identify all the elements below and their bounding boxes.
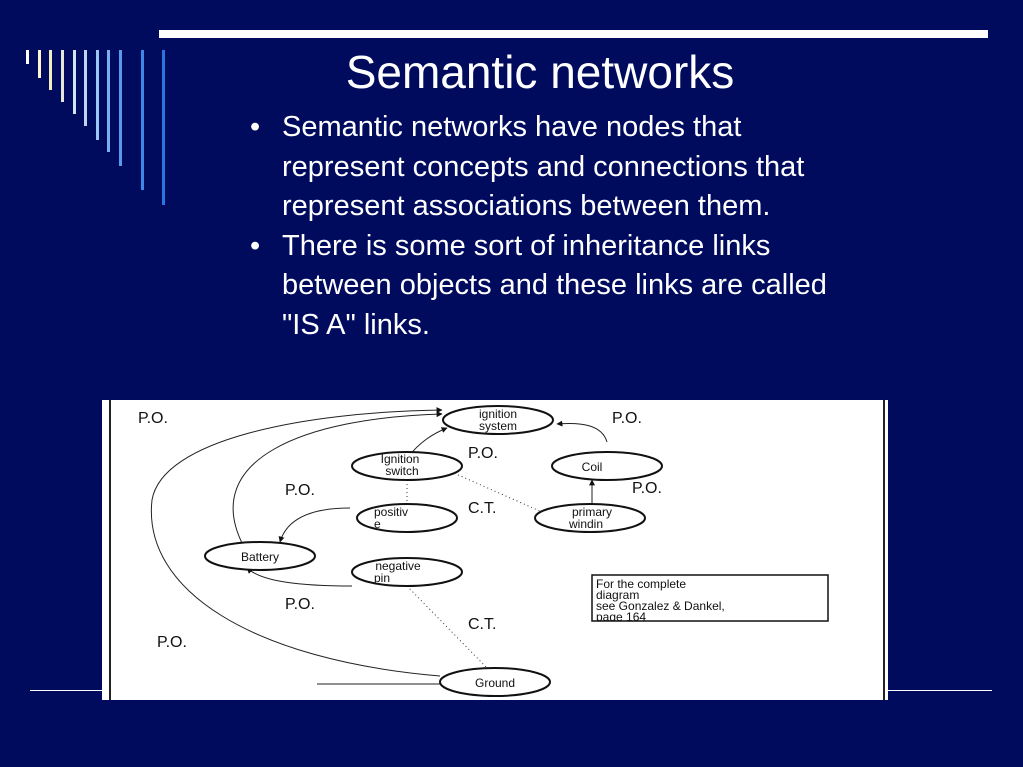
bullet-item: There is some sort of inheritance links …	[248, 227, 858, 346]
deco-bar	[49, 50, 52, 90]
node-battery-label: Battery	[241, 550, 279, 564]
deco-bar	[84, 50, 87, 126]
bullet-item: Semantic networks have nodes that repres…	[248, 108, 858, 227]
node-coil	[551, 451, 663, 481]
edge-label-po: P.O.	[285, 596, 315, 613]
deco-bar	[162, 50, 165, 205]
deco-bar	[119, 50, 122, 166]
node-battery	[204, 541, 316, 571]
edge-label-ct: C.T.	[468, 500, 496, 517]
deco-bar	[61, 50, 64, 102]
bottom-rule-right	[884, 690, 992, 691]
deco-bar	[96, 50, 99, 140]
node-negative-pin	[351, 557, 463, 587]
reference-note-box	[591, 574, 829, 622]
edge-label-ct: C.T.	[468, 616, 496, 633]
node-ignition-system-line2: system	[479, 419, 517, 433]
node-ignition-switch	[351, 451, 463, 481]
reference-note-line: see Gonzalez & Dankel,	[596, 599, 725, 613]
node-negative-pin-line1: negative	[375, 559, 421, 573]
edge-label-po: P.O.	[285, 482, 315, 499]
node-coil-label: Coil	[582, 460, 603, 474]
node-ground	[439, 667, 551, 697]
node-ignition-system	[442, 405, 554, 435]
node-negative-pin-line2: pin	[374, 571, 390, 585]
node-primary-winding	[534, 503, 646, 533]
edge-label-po: P.O.	[468, 445, 498, 462]
node-positive-line1: positiv	[374, 505, 408, 519]
bottom-rule-left	[30, 690, 108, 691]
edge-ground-to-system	[150, 407, 443, 677]
decorative-bars	[26, 50, 176, 220]
node-ignition-switch-line2: switch	[385, 464, 418, 478]
deco-bar	[141, 50, 144, 190]
node-positive	[356, 503, 458, 533]
reference-note-clip-group: For the complete diagram see Gonzalez & …	[596, 577, 725, 624]
semantic-network-diagram: ignition system Ignition switch Coil pos…	[102, 400, 888, 700]
bullet-list: Semantic networks have nodes that repres…	[248, 108, 858, 345]
diagram-svg: ignition system Ignition switch Coil pos…	[109, 400, 885, 700]
reference-note-line: For the complete	[596, 577, 686, 591]
deco-bar	[38, 50, 41, 78]
node-ignition-switch-line1: Ignition	[381, 452, 420, 466]
deco-bar	[73, 50, 76, 114]
node-ground-label: Ground	[475, 676, 515, 690]
edge-label-po: P.O.	[138, 410, 168, 427]
edge-label-po: P.O.	[157, 634, 187, 651]
slide-title: Semantic networks	[345, 46, 735, 98]
edge-coil-to-system	[556, 420, 608, 443]
node-primary-winding-line1: primary	[572, 505, 612, 519]
deco-bar	[107, 50, 110, 152]
node-primary-winding-line2: windin	[568, 517, 603, 531]
edge-label-po: P.O.	[632, 480, 662, 497]
node-positive-line2: e	[374, 517, 381, 531]
node-ignition-system-line1: ignition	[479, 407, 517, 421]
edge-battery-to-system	[232, 411, 443, 544]
edge-label-po: P.O.	[612, 410, 642, 427]
deco-bar	[26, 50, 29, 64]
edge-positive-to-battery	[278, 507, 351, 543]
reference-note-line: diagram	[596, 588, 639, 602]
top-rule	[159, 30, 988, 38]
reference-note-line: page 164	[596, 610, 646, 624]
edge-negative-to-battery	[246, 567, 353, 587]
